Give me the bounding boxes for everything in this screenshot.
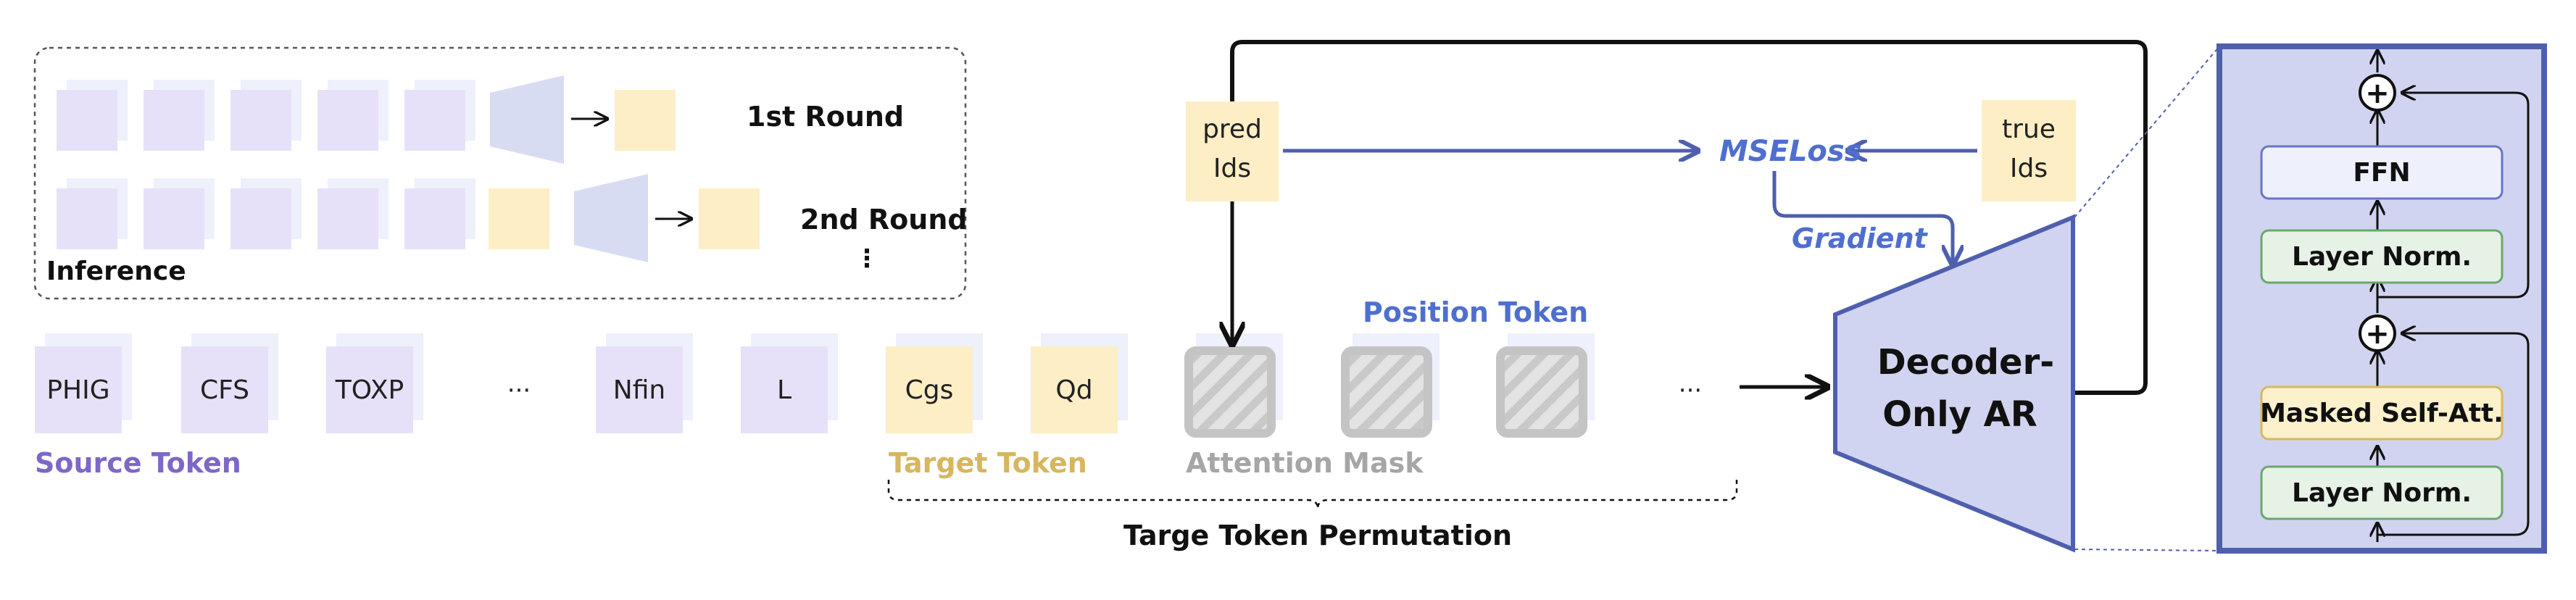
source-token: Nfin [596,333,693,433]
svg-text:PHIG: PHIG [46,375,109,405]
residual-lower [2377,333,2530,536]
mse-loss-label: MSELoss [1719,135,1862,168]
source-token: L [741,333,838,433]
svg-text:pred: pred [1202,114,1262,144]
svg-text:+: + [2365,317,2390,351]
svg-text:CFS: CFS [200,375,249,405]
svg-text:Layer Norm.: Layer Norm. [2292,478,2472,508]
svg-text:TOXP: TOXP [335,375,404,405]
decoder-only-ar: Decoder- Only AR [1833,214,2075,553]
svg-text:+: + [2365,77,2390,110]
svg-text:L: L [777,375,792,405]
attention-mask-label: Attention Mask [1186,447,1424,479]
ffn-layer: FFN [2260,145,2504,200]
transformer-block: + + FFN Layer Norm. Masked Self-Att. Lay… [2216,43,2547,554]
mask-ellipsis: ··· [1679,376,1702,405]
layer-norm-top: Layer Norm. [2260,229,2504,284]
inference-round1-row: 1st Round [57,75,904,164]
position-token-label: Position Token [1363,296,1588,328]
inference-panel-border [33,46,967,300]
attention-mask-tokens: ··· Position Token Attention Mask [1184,296,1702,479]
svg-text:Cgs: Cgs [905,375,954,405]
gradient-label: Gradient [1792,222,1929,254]
pred-ids-box: pred Ids [1186,101,1279,201]
svg-text:Nfin: Nfin [613,375,665,405]
round1-label: 1st Round [747,101,904,133]
inference-round2-row: 2nd Round ⋮ [57,174,968,273]
residual-upper [2377,93,2530,299]
svg-text:FFN: FFN [2353,158,2410,188]
layer-norm-bottom: Layer Norm. [2260,465,2504,520]
svg-text:true: true [2002,114,2056,144]
zoom-line-top [2074,46,2220,218]
source-token: PHIG [35,333,132,433]
true-ids-box: true Ids [1982,100,2076,201]
inference-label: Inference [46,257,186,286]
target-token: Cgs [886,333,983,433]
svg-text:Decoder-: Decoder- [1877,342,2054,383]
target-tokens: Cgs Qd Target Token [886,333,1128,479]
attention-mask-token [1184,346,1276,438]
add-circle-upper: + [2359,74,2396,112]
inference-decoder-trapezoid-2 [574,174,648,262]
source-token: CFS [181,333,278,433]
round2-label: 2nd Round [800,204,968,236]
masked-self-attention-layer: Masked Self-Att. [2260,386,2504,441]
source-ellipsis: ··· [507,376,531,405]
svg-text:Ids: Ids [1213,154,1251,183]
attention-mask-token [1341,346,1432,438]
gradient-arrow [1772,171,1953,262]
permutation-brace [887,480,1738,509]
source-tokens: PHIG CFS TOXP ··· Nfin L Source Token [35,333,838,479]
add-circle-lower: + [2359,314,2396,352]
source-token: TOXP [326,333,423,433]
target-token-label: Target Token [889,447,1087,479]
inference-decoder-trapezoid-1 [490,75,564,164]
inference-panel: 1st Round 2nd Round ⋮ Inference [33,46,968,300]
feedback-loop [1230,40,2148,395]
svg-text:Qd: Qd [1055,375,1092,405]
zoom-line-bottom [2074,549,2220,551]
source-token-label: Source Token [35,447,241,479]
svg-text:Masked Self-Att.: Masked Self-Att. [2260,399,2504,428]
svg-text:Ids: Ids [2010,154,2048,183]
target-token: Qd [1031,333,1128,433]
svg-text:Layer Norm.: Layer Norm. [2292,242,2472,272]
more-rounds-ellipsis: ⋮ [855,244,879,273]
attention-mask-token [1496,346,1587,438]
permutation-label: Targe Token Permutation [1123,520,1512,551]
svg-text:Only AR: Only AR [1882,394,2037,435]
